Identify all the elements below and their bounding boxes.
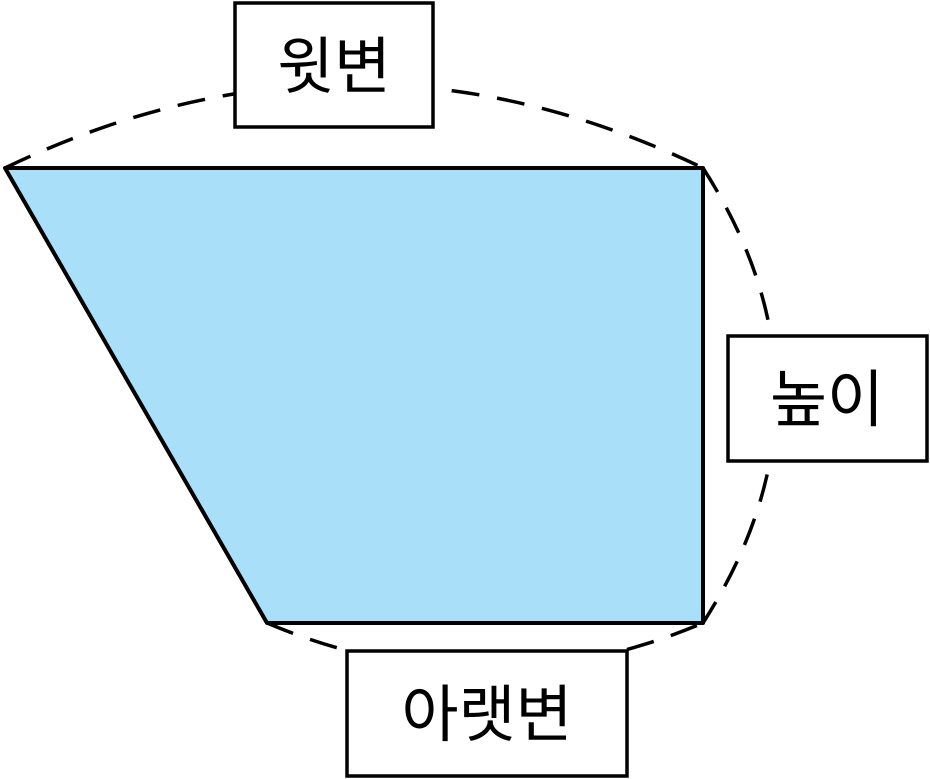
top-side-label-box: 윗변 <box>233 1 435 129</box>
trapezoid-shape <box>3 166 705 625</box>
top-side-dashed-arc <box>4 82 704 170</box>
height-label: 높이 <box>770 363 884 436</box>
height-label-box: 높이 <box>726 334 929 463</box>
top-side-label: 윗변 <box>277 30 391 103</box>
bottom-side-dashed-arc <box>266 621 704 671</box>
bottom-side-label: 아랫변 <box>401 678 572 751</box>
bottom-side-label-box: 아랫변 <box>345 649 629 778</box>
